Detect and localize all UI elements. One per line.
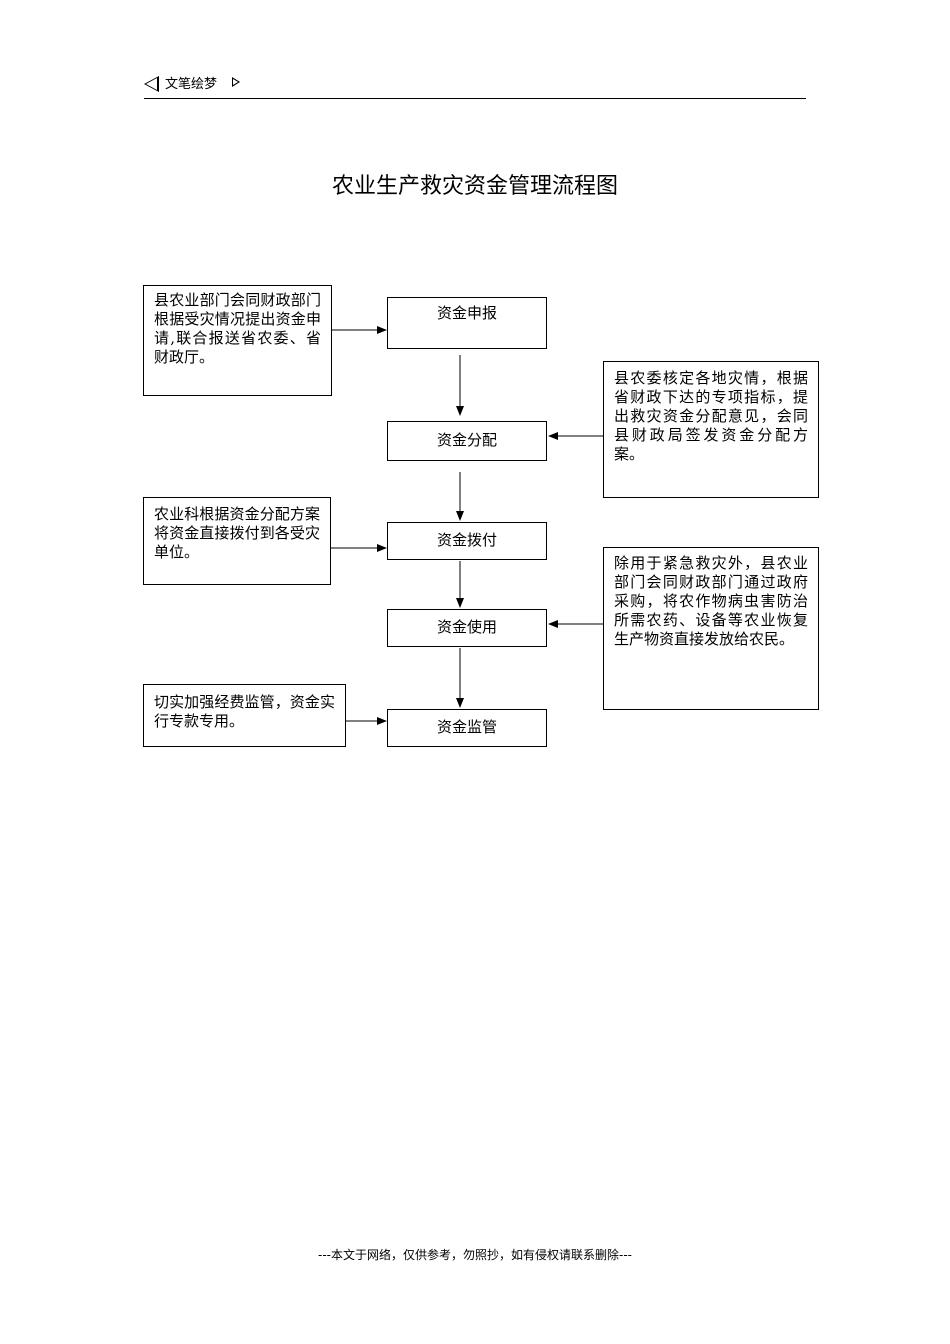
note-apply-text: 县农业部门会同财政部门根据受灾情况提出资金申请,联合报送省农委、省财政厅。 bbox=[154, 291, 321, 366]
note-use-text: 除用于紧急救灾外，县农业部门会同财政部门通过政府采购，将农作物病虫害防治所需农药… bbox=[614, 554, 808, 648]
note-use: 除用于紧急救灾外，县农业部门会同财政部门通过政府采购，将农作物病虫害防治所需农药… bbox=[603, 547, 819, 710]
page-header: 文笔绘梦 bbox=[144, 74, 806, 99]
note-disburse: 农业科根据资金分配方案将资金直接拨付到各受灾单位。 bbox=[143, 497, 331, 585]
page-title: 农业生产救灾资金管理流程图 bbox=[331, 174, 618, 199]
note-allocate-text: 县农委核定各地灾情，根据省财政下达的专项指标，提出救灾资金分配意见，会同县财政局… bbox=[614, 369, 808, 463]
step-apply-label: 资金申报 bbox=[436, 304, 497, 322]
step-supervise-label: 资金监管 bbox=[436, 718, 497, 736]
step-allocate: 资金分配 bbox=[387, 421, 547, 461]
footer-disclaimer: ---本文于网络，仅供参考，勿照抄，如有侵权请联系删除--- bbox=[318, 1248, 632, 1262]
step-allocate-label: 资金分配 bbox=[436, 431, 497, 449]
triangle-right-icon bbox=[232, 77, 240, 87]
step-use: 资金使用 bbox=[387, 609, 547, 647]
step-supervise: 资金监管 bbox=[387, 709, 547, 747]
step-use-label: 资金使用 bbox=[436, 618, 497, 636]
note-supervise-text: 切实加强经费监管，资金实行专款专用。 bbox=[154, 693, 335, 730]
step-disburse: 资金拨付 bbox=[387, 522, 547, 560]
header-text: 文笔绘梦 bbox=[165, 77, 218, 92]
step-disburse-label: 资金拨付 bbox=[436, 531, 497, 549]
note-disburse-text: 农业科根据资金分配方案将资金直接拨付到各受灾单位。 bbox=[154, 505, 320, 561]
note-supervise: 切实加强经费监管，资金实行专款专用。 bbox=[143, 684, 346, 747]
note-allocate: 县农委核定各地灾情，根据省财政下达的专项指标，提出救灾资金分配意见，会同县财政局… bbox=[603, 361, 819, 498]
note-apply: 县农业部门会同财政部门根据受灾情况提出资金申请,联合报送省农委、省财政厅。 bbox=[143, 285, 332, 396]
triangle-left-icon bbox=[144, 76, 159, 92]
step-apply: 资金申报 bbox=[387, 297, 547, 349]
